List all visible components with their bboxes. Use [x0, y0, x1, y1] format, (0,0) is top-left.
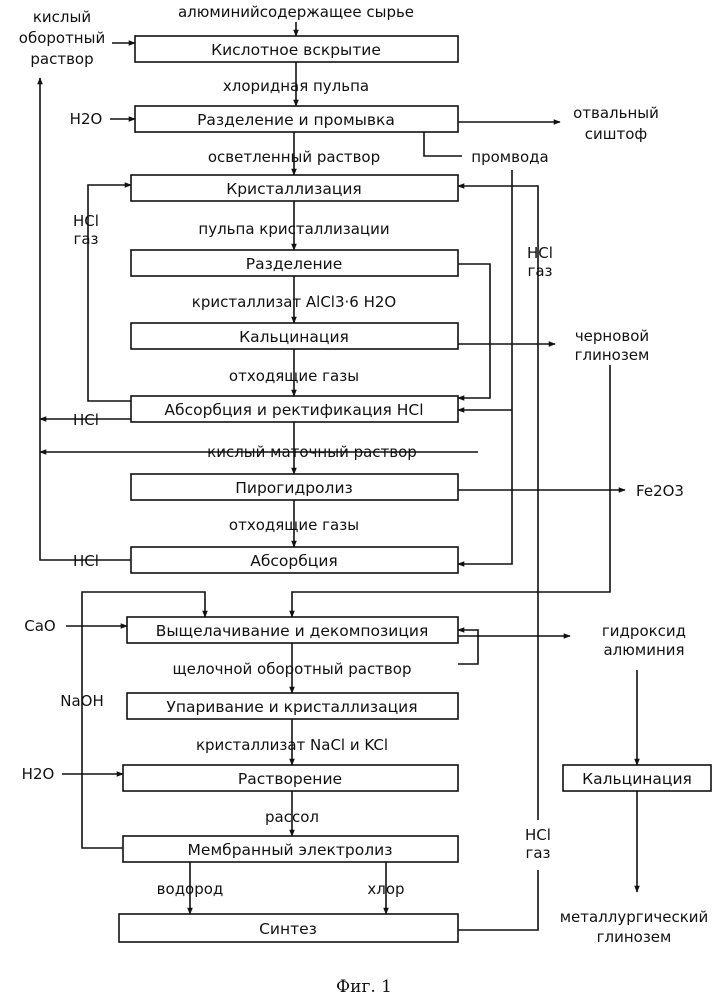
- label-hcl-gas-bottom-2: газ: [525, 844, 550, 862]
- label-hcl-gas-left-2: газ: [73, 230, 98, 248]
- label-dump-2: сиштоф: [585, 125, 647, 143]
- svg-text:Разделение и промывка: Разделение и промывка: [197, 111, 395, 129]
- label-wash-water: промвода: [471, 148, 548, 166]
- box-absorption-rectification: Абсорбция и ректификация HCl: [131, 396, 458, 422]
- label-crystallization-pulp: пульпа кристаллизации: [198, 220, 389, 238]
- svg-text:Кристаллизация: Кристаллизация: [226, 180, 362, 198]
- box-calcination: Кальцинация: [131, 323, 458, 349]
- label-metallurgical-1: металлургический: [560, 908, 709, 926]
- label-alkaline-recycle: щелочной оборотный раствор: [173, 660, 412, 678]
- label-brine: рассол: [265, 808, 319, 826]
- box-leaching-decomposition: Выщелачивание и декомпозиция: [127, 617, 458, 643]
- label-crystallizate-nacl-kcl: кристаллизат NaCl и KCl: [196, 736, 388, 754]
- figure-caption: Фиг. 1: [336, 977, 392, 997]
- box-separation-washing: Разделение и промывка: [135, 106, 458, 132]
- svg-text:Кальцинация: Кальцинация: [239, 328, 349, 346]
- label-cao: CaO: [24, 617, 55, 635]
- svg-text:Абсорбция и ректификация HCl: Абсорбция и ректификация HCl: [164, 401, 423, 419]
- box-acid-opening: Кислотное вскрытие: [135, 36, 458, 62]
- label-feed: алюминийсодержащее сырье: [178, 3, 414, 21]
- svg-text:Мембранный электролиз: Мембранный электролиз: [188, 841, 393, 859]
- label-al-hydroxide-2: алюминия: [603, 641, 684, 659]
- label-off-gases-1: отходящие газы: [229, 367, 359, 385]
- box-dissolution: Растворение: [123, 765, 458, 791]
- label-metallurgical-2: глинозем: [597, 928, 672, 946]
- box-pyrohydrolysis: Пирогидролиз: [131, 474, 458, 500]
- label-crystallizate: кристаллизат AlCl3·6 H2O: [192, 293, 396, 311]
- label-al-hydroxide-1: гидроксид: [602, 622, 686, 640]
- label-clarified-solution: осветленный раствор: [208, 148, 380, 166]
- label-hcl-1: HCl: [73, 411, 99, 429]
- label-hcl-gas-left-1: HCl: [73, 212, 99, 230]
- svg-text:Кальцинация: Кальцинация: [582, 770, 692, 788]
- label-fe2o3: Fe2O3: [636, 482, 684, 500]
- label-hcl-2: HCl: [73, 552, 99, 570]
- svg-text:Упаривание и кристаллизация: Упаривание и кристаллизация: [166, 698, 417, 716]
- label-hcl-gas-bottom-1: HCl: [525, 826, 551, 844]
- svg-text:Разделение: Разделение: [246, 255, 343, 273]
- label-naoh: NaOH: [60, 692, 104, 710]
- label-h2o-bottom: H2O: [22, 765, 55, 783]
- label-acid-recycle-2: оборотный: [19, 29, 105, 47]
- label-hydrogen: водород: [157, 880, 224, 898]
- box-synthesis: Синтез: [119, 914, 458, 942]
- box-calcination-right: Кальцинация: [563, 765, 711, 791]
- label-crude-alumina-1: черновой: [575, 327, 649, 345]
- svg-text:Кислотное вскрытие: Кислотное вскрытие: [211, 41, 381, 59]
- box-absorption: Абсорбция: [131, 547, 458, 573]
- svg-text:Абсорбция: Абсорбция: [250, 552, 338, 570]
- label-h2o-top: H2O: [70, 110, 103, 128]
- label-acid-recycle-1: кислый: [33, 8, 91, 26]
- label-off-gases-2: отходящие газы: [229, 516, 359, 534]
- svg-text:Выщелачивание и декомпозиция: Выщелачивание и декомпозиция: [156, 622, 429, 640]
- label-acid-mother-liquor: кислый маточный раствор: [207, 443, 417, 461]
- label-hcl-gas-right-2: газ: [527, 262, 552, 280]
- svg-text:Пирогидролиз: Пирогидролиз: [235, 479, 353, 497]
- box-crystallization: Кристаллизация: [131, 175, 458, 201]
- svg-text:Синтез: Синтез: [259, 920, 317, 938]
- box-separation: Разделение: [131, 250, 458, 276]
- label-acid-recycle-3: раствор: [30, 50, 93, 68]
- svg-text:Растворение: Растворение: [238, 770, 342, 788]
- box-evaporation-crystallization: Упаривание и кристаллизация: [127, 693, 458, 719]
- label-crude-alumina-2: глинозем: [575, 346, 650, 364]
- box-membrane-electrolysis: Мембранный электролиз: [123, 836, 458, 862]
- label-dump-1: отвальный: [573, 104, 659, 122]
- label-chlorine: хлор: [367, 880, 404, 898]
- label-hcl-gas-right-1: HCl: [527, 244, 553, 262]
- label-chloride-pulp: хлоридная пульпа: [223, 77, 369, 95]
